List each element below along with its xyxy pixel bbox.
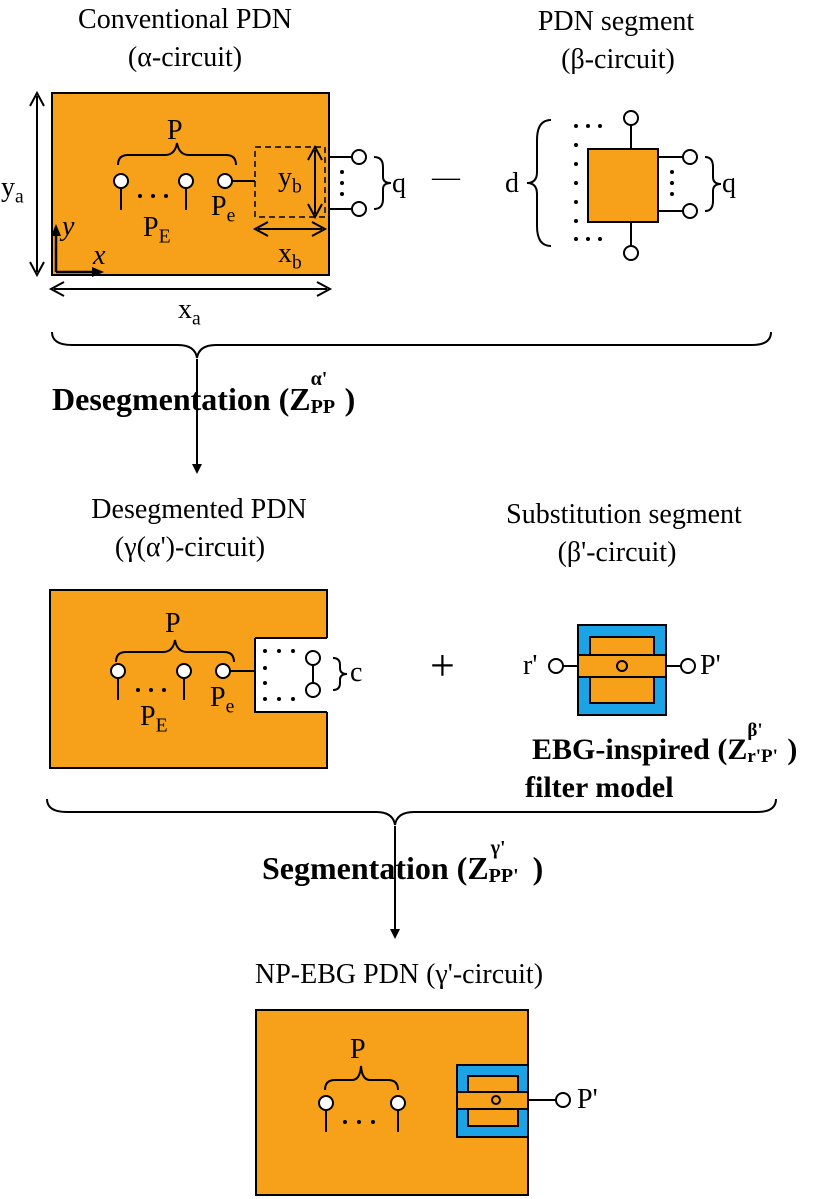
alpha-p-label: P	[167, 115, 183, 146]
beta-subtitle: (β-circuit)	[561, 44, 675, 75]
alpha-ports	[113, 173, 255, 210]
ebg-r-port-label: r'	[523, 650, 538, 681]
beta-d-label: d	[505, 168, 519, 199]
alpha-beta-dash: —	[432, 162, 460, 193]
gamma-c-label: c	[350, 657, 363, 688]
middle-big-brace	[46, 798, 777, 826]
substitution-title: Substitution segment	[506, 499, 742, 530]
ya-label: ya	[1, 172, 24, 208]
alpha-pe-small-label: Pe	[211, 191, 236, 227]
substitution-subtitle: (β'-circuit)	[557, 537, 677, 568]
gamma-c-ports	[263, 649, 348, 701]
alpha-title: Conventional PDN	[78, 4, 292, 35]
beta-title: PDN segment	[537, 6, 695, 37]
gamma-p-label: P	[165, 608, 181, 639]
top-big-brace	[51, 331, 772, 359]
gamma-ports	[110, 663, 255, 700]
yb-dimension	[307, 144, 323, 220]
final-title: NP-EBG PDN (γ'-circuit)	[254, 959, 544, 990]
gamma-pe-small-label: Pe	[210, 682, 235, 718]
final-ebg-cell	[456, 1064, 571, 1138]
xa-label: xa	[178, 294, 201, 330]
xa-dimension	[48, 281, 333, 297]
ebg-filter-model	[548, 624, 696, 716]
final-ports	[318, 1095, 406, 1132]
plus-sign: +	[430, 641, 455, 690]
alpha-pe-big-label: PE	[143, 212, 171, 248]
y-axis-label: y	[62, 211, 75, 242]
gamma-pe-big-label: PE	[140, 701, 168, 737]
axis-arrows	[51, 224, 104, 277]
xb-label: xb	[278, 238, 302, 274]
x-axis-label: x	[93, 240, 106, 271]
ebg-p-port-label: P'	[700, 650, 721, 681]
ya-dimension	[29, 90, 45, 278]
yb-label: yb	[278, 162, 302, 198]
alpha-subtitle: (α-circuit)	[127, 42, 243, 73]
final-p-label: P	[350, 1034, 366, 1065]
xb-dimension	[252, 221, 328, 237]
gamma-alpha-title: Desegmented PDN	[91, 494, 307, 525]
beta-segment	[526, 110, 722, 261]
beta-dotted-ports	[574, 124, 602, 241]
final-p-port-label: P'	[577, 1084, 598, 1115]
alpha-q-label: q	[392, 168, 406, 199]
alpha-q-ports	[329, 149, 392, 217]
p-brace-alpha	[117, 142, 237, 166]
p-brace-gamma	[115, 639, 235, 663]
p-brace-final	[324, 1065, 399, 1091]
gamma-alpha-subtitle: (γ(α')-circuit)	[114, 532, 266, 563]
beta-q-label: q	[722, 168, 736, 199]
filter-model-label: filter model	[525, 771, 674, 804]
